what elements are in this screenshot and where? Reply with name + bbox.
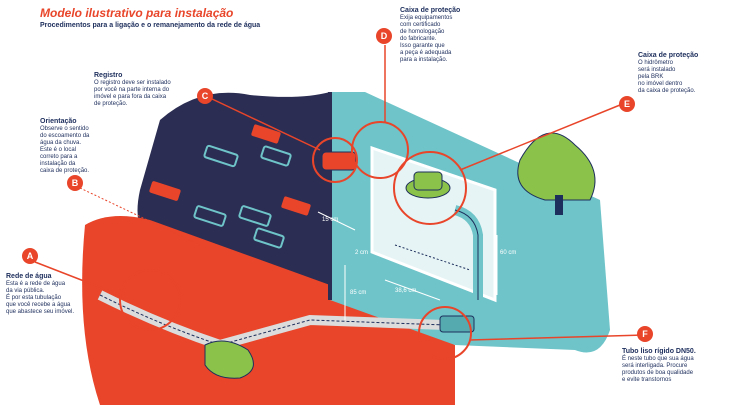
building-window	[253, 227, 285, 249]
badge-d: D	[376, 28, 392, 44]
annotation-b-line: instalação da	[40, 161, 76, 167]
annotation-c-line: O registro deve ser instalado	[94, 80, 171, 86]
callout-f-ring	[418, 306, 472, 360]
badge-c: C	[197, 88, 213, 104]
building-window	[260, 145, 292, 167]
annotation-c-line: por você na parte interna do	[94, 87, 170, 93]
annotation-e-line: no imóvel dentro	[638, 81, 683, 87]
hydrometer-body	[413, 171, 443, 191]
annotation-d-line: de homologação	[400, 29, 445, 35]
annotation-a-line: Esta é a rede de água	[6, 281, 66, 287]
annotation-b-heading: Orientação	[40, 118, 77, 125]
building-window	[281, 196, 311, 216]
leader-a	[34, 261, 121, 296]
annotation-e-heading: Caixa de proteção	[638, 52, 699, 59]
annotation-a-line: que abastece seu imóvel.	[6, 309, 75, 315]
building-window	[203, 144, 239, 168]
annotation-f-line: É neste tubo que sua água	[622, 356, 694, 362]
callout-a-ring	[119, 269, 181, 331]
building-window	[251, 124, 281, 144]
annotation-f-heading: Tubo liso rígido DN50.	[622, 348, 696, 355]
badge-f: F	[637, 326, 653, 342]
building-window	[149, 181, 181, 201]
annotation-e: Caixa de proteção O hidrômetro será inst…	[638, 52, 734, 95]
annotation-c-heading: Registro	[94, 72, 123, 79]
annotation-f-line: produtos de boa qualidade	[622, 370, 694, 376]
callout-e-ring	[393, 151, 467, 225]
page-subtitle: Procedimentos para a ligação e o remanej…	[40, 22, 261, 29]
building-window	[238, 205, 272, 227]
annotation-f-line: será interligada. Procure	[622, 363, 688, 369]
annotation-a-line: É por esta tubulação	[6, 295, 62, 301]
annotation-f: Tubo liso rígido DN50. É neste tubo que …	[622, 348, 734, 384]
annotation-d-line: para a instalação.	[400, 57, 448, 63]
annotation-d-line: Exija equipamentos	[400, 15, 453, 21]
ground-shape	[82, 216, 455, 405]
callout-d-ring	[351, 121, 409, 179]
annotation-d-line: Isso garante que	[400, 43, 445, 49]
register-valve	[321, 151, 357, 171]
annotation-e-line: da caixa de proteção.	[638, 88, 696, 94]
pipe-f	[439, 315, 475, 333]
annotation-d: Caixa de proteção Exija equipamentos com…	[400, 7, 500, 64]
annotation-f-line: e evite transtornos	[622, 377, 672, 383]
dim-label-60: 60 cm	[500, 250, 517, 256]
dim-label-2: 2 cm	[355, 250, 369, 256]
annotation-b-line: do escoamento da	[40, 133, 90, 139]
badge-b: B	[67, 175, 83, 191]
annotation-a-heading: Rede de água	[6, 273, 52, 280]
annotation-b-line: Observe o sentido	[40, 126, 89, 132]
annotation-d-line: do fabricante.	[400, 36, 437, 42]
dim-line-38	[384, 279, 441, 301]
annotation-a-line: da via pública.	[6, 288, 45, 294]
tree-shape	[517, 132, 596, 201]
dim-line-15	[317, 211, 356, 231]
dim-label-15: 15 cm	[322, 217, 339, 223]
box-inner-line	[394, 244, 471, 271]
badge-a: A	[22, 248, 38, 264]
annotation-e-line: O hidrômetro	[638, 60, 674, 66]
annotation-c-line: imóvel e para fora da caixa	[94, 94, 167, 100]
annotation-d-heading: Caixa de proteção	[400, 7, 461, 14]
dim-label-85: 85 cm	[350, 290, 367, 296]
dim-label-38: 38,6 cm	[395, 288, 417, 294]
annotation-e-line: pela BRK	[638, 74, 664, 80]
tree-trunk	[555, 195, 563, 215]
annotation-d-line: a peça é adequada	[400, 50, 452, 56]
annotation-b-line: Este é o local	[40, 147, 77, 153]
annotation-e-line: será instalado	[638, 67, 676, 73]
page-title: Modelo ilustrativo para instalação	[40, 6, 234, 20]
meter-pipe-outline	[454, 209, 479, 300]
street-fitting	[204, 340, 254, 379]
annotation-b-line: água da chuva.	[40, 140, 82, 146]
annotation-b-line: caixa de proteção.	[40, 168, 90, 174]
annotation-b: Orientação Observe o sentido do escoamen…	[40, 118, 120, 175]
annotation-c: Registro O registro deve ser instalado p…	[94, 72, 204, 108]
annotation-c-line: de proteção.	[94, 101, 128, 107]
leader-c	[209, 97, 321, 151]
annotation-b-line: correto para a	[40, 154, 78, 160]
annotation-a-line: que você recebe a água	[6, 302, 71, 308]
callout-c-ring	[312, 137, 358, 183]
building-window	[193, 205, 227, 227]
badge-e: E	[619, 96, 635, 112]
leader-f	[469, 334, 646, 341]
leader-e	[459, 104, 621, 171]
annotation-d-line: com certificado	[400, 22, 441, 28]
annotation-a: Rede de água Esta é a rede de água da vi…	[6, 273, 101, 316]
